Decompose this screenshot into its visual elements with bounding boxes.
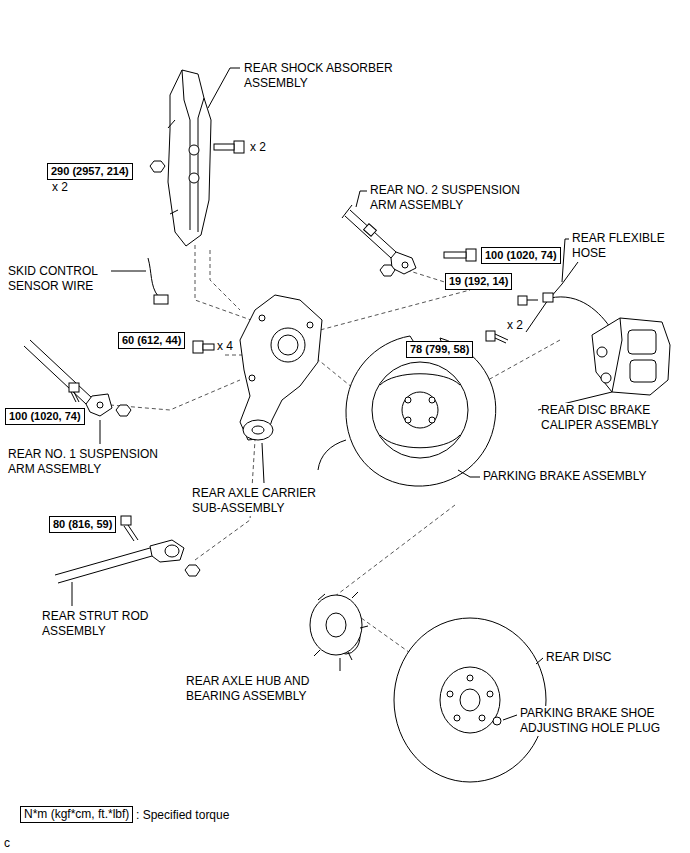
brake-caliper — [592, 318, 670, 395]
torque-value: 80 (816, 59) — [53, 518, 112, 530]
torque-box: 19 (192, 14) — [445, 273, 512, 290]
suspension-arm-2 — [342, 205, 476, 276]
part-label: REAR AXLE HUB AND BEARING ASSEMBLY — [186, 674, 336, 704]
part-label: REAR DISC BRAKE CALIPER ASSEMBLY — [541, 403, 681, 433]
torque-box: 100 (1020, 74) — [5, 408, 85, 425]
torque-value: 100 (1020, 74) — [9, 410, 81, 422]
part-label: REAR STRUT ROD ASSEMBLY — [42, 609, 162, 639]
part-label: REAR NO. 2 SUSPENSION ARM ASSEMBLY — [370, 183, 540, 213]
sensor-wire — [148, 258, 168, 304]
torque-box: 100 (1020, 74) — [481, 247, 561, 264]
part-label: PARKING BRAKE SHOE ADJUSTING HOLE PLUG — [520, 706, 680, 736]
suspension-arm-1 — [24, 340, 131, 416]
torque-box: 290 (2957, 214) — [47, 163, 133, 180]
shock-absorber — [168, 70, 211, 246]
part-label: REAR NO. 1 SUSPENSION ARM ASSEMBLY — [8, 447, 178, 477]
part-label: REAR FLEXIBLE HOSE — [572, 231, 684, 261]
parking-brake — [318, 336, 496, 486]
part-label: x 2 — [250, 140, 266, 155]
part-label: x 2 — [507, 318, 523, 333]
part-label: : Specified torque — [136, 808, 229, 823]
part-label: REAR SHOCK ABSORBER ASSEMBLY — [244, 61, 394, 91]
legend-box: N*m (kgf*cm, ft.*lbf) — [20, 806, 133, 823]
brake-disc — [394, 618, 546, 782]
part-label: SKID CONTROL SENSOR WIRE — [8, 264, 110, 294]
torque-value: 100 (1020, 74) — [485, 249, 557, 261]
torque-value: 290 (2957, 214) — [51, 165, 129, 177]
torque-value: 19 (192, 14) — [449, 275, 508, 287]
unit-text: N*m (kgf*cm, ft.*lbf) — [24, 807, 129, 821]
torque-box: 60 (612, 44) — [118, 332, 185, 349]
part-label: x 2 — [52, 180, 68, 195]
part-label: PARKING BRAKE ASSEMBLY — [483, 469, 647, 484]
torque-box: 78 (799, 58) — [406, 341, 473, 358]
part-label: REAR DISC — [546, 650, 611, 665]
torque-value: 78 (799, 58) — [410, 343, 469, 355]
part-label: x 4 — [217, 339, 233, 354]
axle-hub — [310, 592, 368, 660]
part-label: c — [4, 836, 10, 851]
torque-box: 80 (816, 59) — [49, 516, 116, 533]
torque-value: 60 (612, 44) — [122, 334, 181, 346]
axle-carrier — [193, 295, 322, 440]
part-label: REAR AXLE CARRIER SUB-ASSEMBLY — [192, 486, 332, 516]
bolt — [150, 141, 244, 172]
